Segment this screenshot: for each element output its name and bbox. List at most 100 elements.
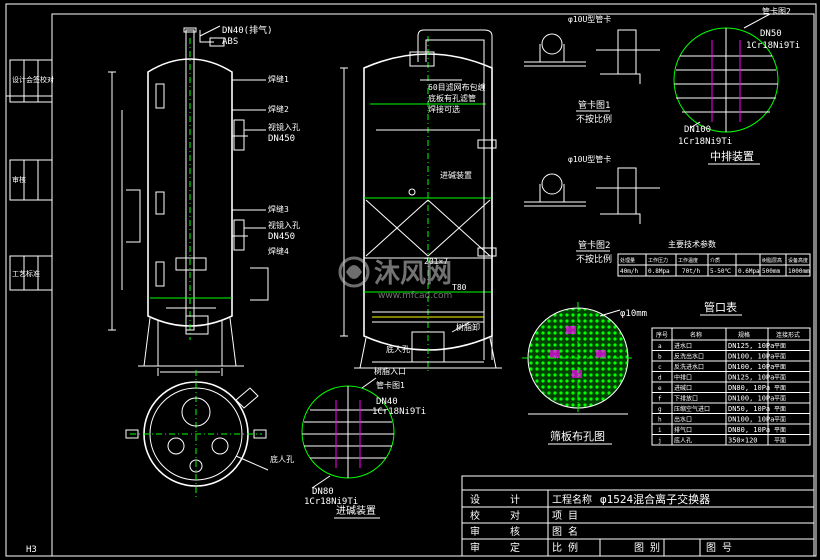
vessel-front-elevation (108, 25, 269, 376)
nozzle-cell: 平面 (774, 396, 786, 403)
spec-table-title: 主要技术参数 (668, 239, 716, 249)
nozzle-cell: h (658, 417, 662, 424)
nozzle-cell: b (658, 354, 662, 361)
middle-drain-title: 中排装置 (710, 149, 754, 163)
nozzle-cell: f (658, 396, 662, 403)
outer-border (5, 3, 817, 557)
callout-weld-1: 焊缝1 (268, 74, 289, 84)
spec-header: 设备高度 (788, 257, 808, 264)
nozzle-cell: 平面 (774, 438, 786, 445)
nozzle-cell: 平面 (774, 427, 786, 434)
title-row-4-l1: 审 (470, 541, 480, 554)
nozzle-cell: 平面 (774, 417, 786, 424)
nozzle-cell: DN100, 10Pa (728, 395, 774, 403)
nozzle-cell: j (658, 438, 662, 445)
callout-resin-drain: 树脂卸 (456, 322, 480, 332)
sheet-id: H3 (26, 545, 37, 555)
clamp-1-title: 管卡图1 (578, 99, 610, 111)
nozzle-cell: 中排口 (674, 374, 692, 382)
spec-header: 树脂层高 (762, 257, 782, 264)
side-cell: 工艺 (12, 270, 26, 278)
side-cell: 校对 (40, 75, 54, 84)
middle-drain-detail (673, 13, 779, 133)
nozzle-table-title: 管口表 (704, 300, 737, 314)
callout-dim-t80: T80 (452, 283, 467, 292)
callout-dn450-b: DN450 (268, 232, 295, 242)
nozzle-cell: 进水口 (674, 342, 692, 350)
pipe-clamp-detail-2 (524, 167, 660, 224)
spec-header: 介质 (710, 257, 720, 264)
nozzle-cell: i (658, 427, 662, 434)
nozzle-cell: 350×120 (728, 437, 758, 445)
side-cell: 标准 (26, 269, 40, 278)
nozzle-cell: 平面 (774, 354, 786, 361)
callout-dim-201: 201×7 (424, 257, 448, 266)
nozzle-header: 序号 (656, 331, 668, 339)
nozzle-cell: DN100, 10Pa (728, 353, 774, 361)
callout-dn450-a: DN450 (268, 134, 295, 144)
callout-manhole-top: 视镜入孔 (268, 122, 300, 132)
clamp-1-label: φ10U型管卡 (568, 14, 611, 24)
spec-cell: 1000mm (788, 268, 810, 275)
pipe-clamp-detail-1 (524, 29, 660, 84)
nozzle-header: 名称 (690, 331, 702, 339)
spec-header: 工作温度 (678, 257, 698, 264)
callout-pipe-clamp-1: 管卡图1 (376, 380, 405, 390)
nozzle-cell: DN100, 10Pa (728, 363, 774, 371)
nozzle-cell: 反洗出水口 (674, 353, 704, 361)
title-row-1-l1: 设 (470, 494, 480, 506)
nozzle-cell: DN80, 10Pa (728, 426, 770, 434)
watermark: 沐风网 www.mfcad.com (338, 256, 452, 301)
callout-bottom-manhole: 底人孔 (386, 344, 410, 354)
title-row-3-l1: 审 (470, 525, 480, 538)
title-row-2-l1: 校 (470, 509, 480, 522)
side-cell: 会签 (26, 75, 40, 84)
callout-weld-3: 焊缝3 (268, 204, 289, 214)
callout-resin-inlet: 树脂入口 (374, 366, 406, 376)
mid-dn50: DN50 (760, 29, 782, 39)
mid-dn100: DN100 (684, 125, 711, 135)
callout-spec-b: 1Cr18Ni9Ti (304, 497, 358, 507)
nozzle-cell: 出水口 (674, 416, 692, 424)
spec-cell: 0.8Mpa (648, 268, 670, 275)
nozzle-cell: 平面 (774, 406, 786, 413)
title-row-3-l2: 核 (510, 525, 520, 538)
callout-plan-manhole: 底人孔 (270, 454, 294, 464)
title-row-1-l2: 计 (510, 493, 520, 506)
nozzle-cell: 平面 (774, 343, 786, 350)
drawing-number-label: 图 号 (706, 542, 732, 554)
nozzle-header: 连接形式 (776, 331, 800, 339)
nozzle-cell: a (658, 343, 662, 350)
clamp-2-title: 管卡图2 (578, 239, 610, 251)
watermark-url: www.mfcad.com (378, 291, 452, 301)
title-row-4-l2: 定 (510, 541, 520, 554)
sieve-plate-title: 筛板布孔图 (550, 429, 605, 443)
callout-spec-a: 1Cr18Ni9Ti (372, 407, 426, 417)
sieve-plate-layout (522, 302, 634, 415)
nozzle-cell: 反洗进水口 (674, 363, 704, 371)
callout-pipe-note-c: 焊接可选 (428, 104, 460, 114)
nozzle-cell: 排气口 (674, 426, 692, 434)
nozzle-cell: 底人孔 (674, 437, 692, 445)
callout-dn80: DN80 (312, 487, 334, 497)
spec-cell: 500mm (762, 268, 780, 275)
spec-table: 主要技术参数 处理量 工作压力 工作温度 介质 树脂层高 设备高度 40m/h … (617, 239, 811, 277)
clamp-2-scale: 不按比例 (576, 253, 612, 265)
nozzle-cell: d (658, 375, 662, 382)
mid-spec-b: 1Cr18Ni9Ti (678, 137, 732, 147)
inlet-device-title: 进碱装置 (336, 504, 376, 517)
mid-spec-a: 1Cr18Ni9Ti (746, 41, 800, 51)
nozzle-cell: DN80, 10Pa (728, 384, 770, 392)
project-name: φ1524混合离子交换器 (600, 492, 710, 506)
callout-weld-4: 焊缝4 (268, 246, 289, 256)
nozzle-cell: 平面 (774, 364, 786, 371)
nozzle-cell: c (658, 364, 662, 371)
title-row-2-value: 项 目 (552, 510, 578, 522)
callout-distributor: 进碱装置 (440, 170, 472, 180)
plate-hole-dim: φ10mm (620, 309, 647, 319)
nozzle-cell: e (658, 385, 662, 392)
nozzle-cell: 压缩空气进口 (674, 405, 710, 413)
spec-cell: 0.6Mpa (738, 268, 760, 275)
